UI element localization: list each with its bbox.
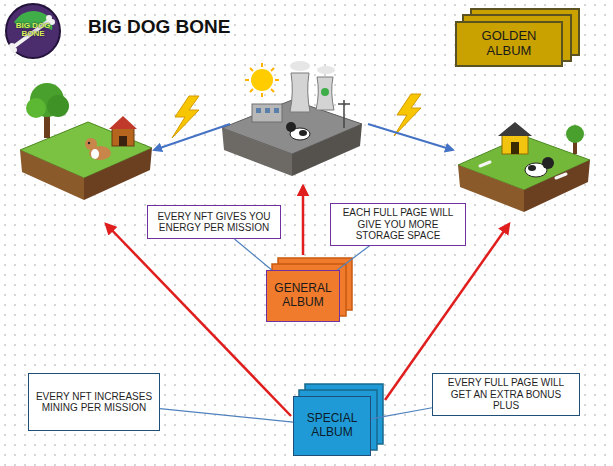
power-plant-island bbox=[299, 130, 307, 136]
power-plant-island bbox=[316, 77, 334, 110]
left-island bbox=[26, 98, 46, 118]
power-plant-island bbox=[338, 103, 350, 105]
logo bbox=[6, 4, 60, 58]
power-plant-island bbox=[222, 61, 362, 176]
power-plant-island bbox=[252, 104, 282, 122]
logo bbox=[11, 47, 17, 53]
power-plant-island bbox=[317, 66, 335, 74]
energy-arrow bbox=[368, 124, 453, 150]
node-text: SPECIAL ALBUM bbox=[297, 412, 367, 440]
right-island bbox=[458, 122, 590, 212]
power-plant-island bbox=[292, 124, 362, 176]
power-plant-island bbox=[245, 63, 279, 97]
callout-box: EVERY NFT INCREASES MINING PER MISSION bbox=[28, 373, 160, 431]
node-text: EVERY FULL PAGE WILL GET AN EXTRA BONUS … bbox=[437, 377, 575, 412]
album-card: SPECIAL ALBUM bbox=[293, 396, 371, 456]
lightning-bolt bbox=[172, 96, 199, 138]
right-island bbox=[542, 157, 554, 169]
left-island bbox=[47, 95, 69, 117]
right-island bbox=[528, 165, 536, 171]
left-island bbox=[85, 138, 97, 150]
node-text: GENERAL ALBUM bbox=[270, 282, 336, 310]
callout-box: EVERY NFT GIVES YOU ENERGY PER MISSION bbox=[147, 205, 281, 239]
callout-box: EACH FULL PAGE WILL GIVE YOU MORE STORAG… bbox=[330, 203, 466, 246]
left-island bbox=[20, 150, 84, 200]
logo-text: BIG DOG BONE bbox=[7, 22, 59, 38]
power-plant-island bbox=[256, 108, 261, 113]
album-card: GENERAL ALBUM bbox=[266, 270, 340, 322]
left-island bbox=[119, 136, 127, 146]
energy-arrow bbox=[154, 124, 453, 150]
right-island bbox=[556, 174, 566, 178]
left-island bbox=[84, 148, 152, 200]
power-plant-island bbox=[222, 128, 292, 176]
callout-box: EVERY FULL PAGE WILL GET AN EXTRA BONUS … bbox=[432, 373, 580, 416]
left-island bbox=[20, 83, 152, 200]
reward-arrow bbox=[302, 186, 305, 255]
power-plant-island bbox=[265, 108, 270, 113]
lightning-bolt bbox=[394, 94, 421, 136]
left-island bbox=[112, 128, 134, 146]
power-plant-island bbox=[251, 69, 273, 91]
right-island bbox=[502, 134, 528, 154]
power-plant-island bbox=[274, 108, 279, 113]
power-plant-island bbox=[290, 61, 310, 71]
power-plant-island bbox=[321, 88, 329, 96]
node-text: EACH FULL PAGE WILL GIVE YOU MORE STORAG… bbox=[335, 207, 461, 242]
node-text: EVERY NFT GIVES YOU ENERGY PER MISSION bbox=[152, 211, 276, 234]
node-text: EVERY NFT INCREASES MINING PER MISSION bbox=[33, 391, 155, 414]
logo bbox=[6, 4, 60, 58]
left-island bbox=[109, 116, 137, 129]
diagram-title: BIG DOG BONE bbox=[88, 16, 231, 38]
power-plant-island bbox=[286, 122, 296, 132]
album-card: GOLDEN ALBUM bbox=[455, 21, 563, 67]
node-text: GOLDEN ALBUM bbox=[473, 29, 545, 59]
right-island bbox=[458, 165, 524, 212]
connector-line bbox=[337, 246, 369, 271]
right-island bbox=[566, 125, 584, 143]
left-island bbox=[88, 142, 90, 144]
right-island bbox=[480, 162, 490, 166]
right-island bbox=[511, 142, 519, 154]
right-island bbox=[498, 122, 532, 136]
power-plant-island bbox=[290, 73, 310, 112]
right-island bbox=[524, 160, 590, 212]
left-island bbox=[91, 149, 99, 159]
connector-line bbox=[371, 408, 432, 419]
energy-arrow bbox=[154, 124, 230, 150]
connector-line bbox=[234, 239, 271, 270]
connector-line bbox=[160, 409, 293, 422]
